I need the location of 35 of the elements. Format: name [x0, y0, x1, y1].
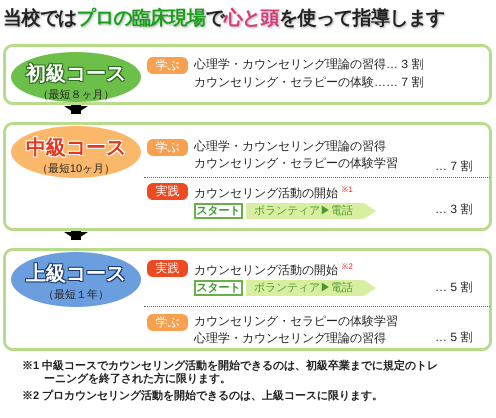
- course-title: 上級コース: [25, 262, 127, 287]
- tag-label: 学ぶ: [147, 314, 188, 331]
- course-panel: [3, 248, 492, 351]
- course-title: 初級コース: [24, 62, 127, 87]
- tag-label: 実践: [147, 183, 188, 200]
- arrow: [64, 231, 88, 240]
- course-panel: [3, 122, 492, 231]
- footnote: ※1 中級コースでカウンセリング活動を開始できるのは、初級卒業までに規定のトレーニングを終了された方に限ります。: [22, 360, 440, 386]
- course-content-text: カウンセリング・セラピーの体験学習: [194, 155, 398, 171]
- course-content-text: カウンセリング・セラピーの体験…… 7 割: [194, 74, 424, 90]
- start-box: スタート: [194, 280, 243, 296]
- course-duration: （最短１年）: [42, 288, 110, 302]
- ratio-text: … 5 割: [435, 329, 472, 345]
- course-title: 中級コース: [25, 136, 127, 161]
- tag-label: 実践: [147, 260, 188, 277]
- title: 当校ではプロの臨床現場で心と頭を使って指導します: [3, 6, 445, 31]
- course-content-text: カウンセリング活動の開始 $^{※2}$: [194, 261, 353, 278]
- ratio-text: … 3 割: [435, 201, 472, 217]
- arrow: [64, 105, 88, 114]
- course-content-text: 心理学・カウンセリング理論の習得… 3 割: [194, 56, 424, 72]
- course-duration: （最短10ヶ月）: [36, 162, 116, 176]
- step-banner: ボランティア▶電話: [246, 203, 376, 219]
- course-content-text: カウンセリング・セラピーの体験学習: [194, 313, 398, 329]
- course-panel: [3, 44, 492, 105]
- ratio-text: … 5 割: [435, 279, 472, 295]
- course-content-text: 心理学・カウンセリング理論の習得: [194, 330, 386, 346]
- start-box: スタート: [194, 203, 243, 219]
- tag-label: 学ぶ: [147, 57, 188, 74]
- step-banner: ボランティア▶電話: [246, 280, 376, 296]
- course-content-text: カウンセリング活動の開始 $^{※1}$: [194, 184, 353, 201]
- tag-label: 学ぶ: [147, 139, 188, 156]
- course-duration: （最短８ヶ月）: [36, 88, 116, 102]
- ratio-text: … 7 割: [435, 158, 472, 174]
- footnote: ※2 プロカウンセリング活動を開始できるのは、上級コースに限ります。: [22, 390, 384, 403]
- course-content-text: 心理学・カウンセリング理論の習得: [194, 138, 386, 154]
